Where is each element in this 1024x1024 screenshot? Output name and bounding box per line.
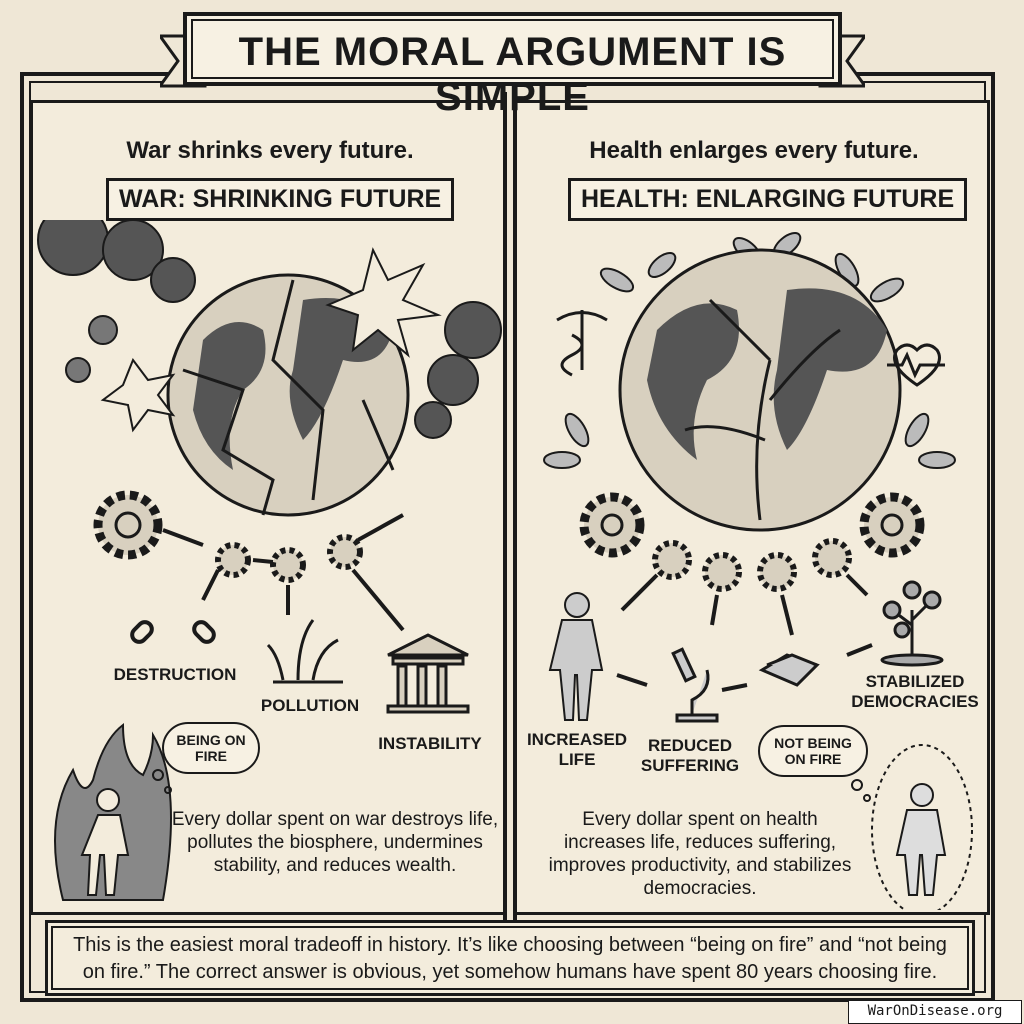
healthy-person-icon (871, 744, 973, 910)
health-illustration (543, 232, 973, 910)
not-being-on-fire-bubble: NOT BEING ON FIRE (758, 725, 868, 777)
health-label: HEALTH: ENLARGING FUTURE (568, 178, 968, 221)
outcome-increased-life: INCREASED LIFE (526, 730, 628, 769)
watermark-link[interactable]: WarOnDisease.org (848, 1000, 1022, 1024)
health-body-text: Every dollar spent on health increases l… (548, 809, 852, 899)
gear-icon (93, 490, 363, 583)
center-divider (503, 92, 517, 920)
person-icon (548, 592, 604, 721)
broken-chain-icon (130, 620, 216, 644)
burning-person-icon (54, 722, 172, 901)
arrow-icon (616, 573, 873, 692)
globe-with-tree-icon (618, 248, 902, 532)
caduceus-icon (556, 310, 608, 377)
handshake-icon (758, 653, 820, 687)
outcome-pollution: POLLUTION (260, 696, 360, 715)
conclusion-box: This is the easiest moral tradeoff in hi… (45, 920, 975, 996)
tree-icon (880, 580, 944, 667)
outcome-stabilized-democracies: STABILIZED DEMOCRACIES (851, 672, 979, 711)
title-banner (160, 12, 865, 88)
outcome-destruction: DESTRUCTION (113, 665, 237, 684)
war-subheading: War shrinks every future. (126, 137, 414, 164)
leaf-icon (543, 232, 956, 469)
collapsing-building-icon (386, 633, 470, 714)
outcome-reduced-suffering: REDUCED SUFFERING (640, 736, 740, 775)
smoke-cloud-icon (37, 220, 502, 439)
explosion-icon (100, 247, 442, 433)
being-on-fire-bubble: BEING ON FIRE (162, 722, 260, 774)
outcome-instability: INSTABILITY (378, 734, 482, 753)
page-title: THE MORAL ARGUMENT IS SIMPLE (238, 30, 787, 119)
war-label: WAR: SHRINKING FUTURE (106, 178, 455, 221)
war-illustration (37, 220, 502, 901)
war-body-text: Every dollar spent on war destroys life,… (171, 809, 499, 876)
health-subheading: Health enlarges every future. (589, 137, 919, 164)
wilted-plant-icon (266, 619, 343, 684)
gear-icon (579, 492, 925, 592)
microscope-icon (671, 647, 719, 723)
heartbeat-icon (887, 343, 945, 387)
arrow-icon (162, 513, 405, 632)
